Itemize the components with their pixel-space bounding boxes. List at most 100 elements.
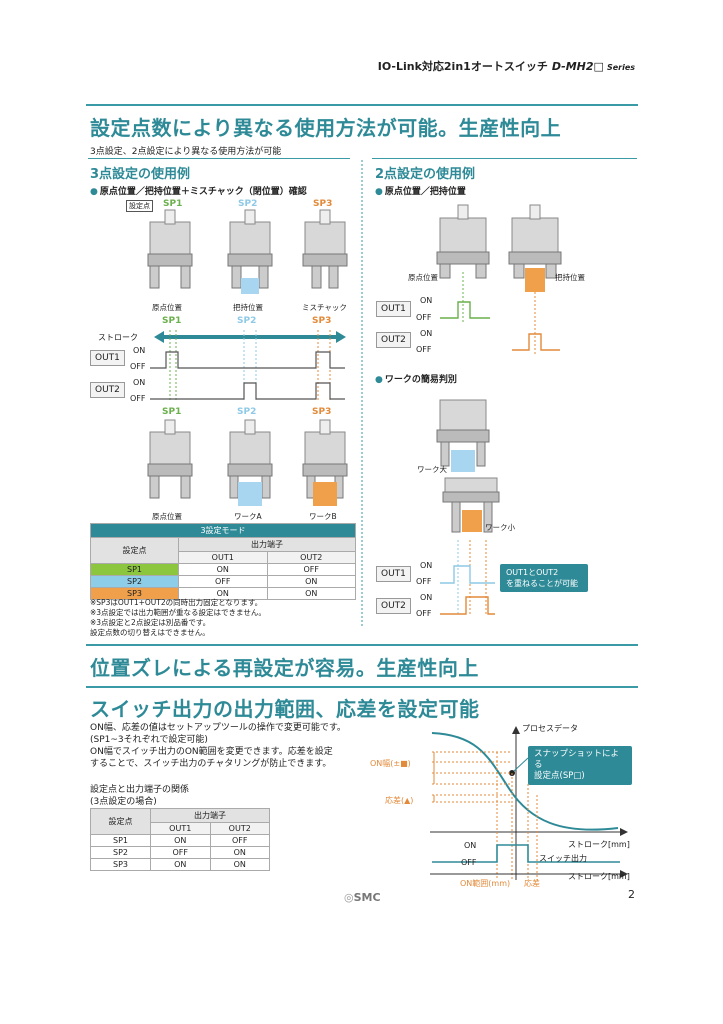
graph-stroke-1: ストローク[mm] [568, 840, 630, 849]
bullet-dot-icon: ● [375, 187, 383, 197]
two-point-out1-on: ON [420, 296, 433, 305]
two-point-out1-b-off: OFF [416, 577, 432, 586]
table2-col-setpoint: 設定点 [90, 808, 151, 835]
sp3-label-top: SP3 [313, 199, 333, 209]
two-point-grip-label: 把持位置 [555, 273, 585, 282]
two-point-out2-b-off: OFF [416, 609, 432, 618]
smc-logo-text: SMC [353, 891, 381, 904]
two-point-bullet1: ●原点位置／把持位置 [375, 184, 466, 197]
pos-origin-label-2: 原点位置 [152, 512, 182, 521]
section2-title: 位置ズレによる再設定が容易。生産性向上 [90, 656, 479, 680]
two-point-out1-off: OFF [416, 313, 432, 322]
two-point-origin-label: 原点位置 [408, 273, 438, 282]
table2-title-line: (3点設定の場合) [90, 797, 157, 807]
three-point-heading: 3点設定の使用例 [90, 167, 191, 182]
table2-col-out2: OUT2 [209, 822, 270, 835]
table-cell: ON [266, 575, 356, 588]
table-cell: SP3 [90, 587, 179, 600]
table-cell: SP1 [90, 834, 151, 847]
table-row: SP1 ON OFF [90, 834, 270, 847]
two-point-out1: OUT1 [376, 301, 411, 317]
sp1-label-bottom: SP1 [162, 407, 182, 417]
out1-off: OFF [130, 362, 146, 371]
table-row: SP3 ON ON [90, 587, 356, 600]
table-col-terminal: 出力端子 [178, 537, 356, 552]
header-model: D-MH2□ [551, 60, 604, 73]
gripper-illustration-mischuck [302, 209, 348, 289]
table-cell: OFF [178, 575, 268, 588]
out2-off: OFF [130, 394, 146, 403]
table-cell: SP1 [90, 563, 179, 576]
out2-label: OUT2 [90, 382, 125, 398]
note-line: ※3点設定では出力範囲が重なる設定はできません。 [90, 608, 266, 617]
sp1-label-mid: SP1 [162, 316, 182, 326]
snapshot-callout: スナップショットによる 設定点(SP□) [528, 746, 632, 785]
callout-line: を重ねることが可能 [506, 579, 578, 588]
gripper-illustration-work-large [436, 399, 490, 472]
table-row: SP3 ON ON [90, 858, 270, 871]
smc-logo: ◎SMC [344, 891, 381, 904]
graph-process-data: プロセスデータ [522, 724, 578, 733]
graph-switch-output: スイッチ出力 [539, 854, 587, 863]
two-point-out1-b-on: ON [420, 561, 433, 570]
callout-line: OUT1とOUT2 [506, 568, 559, 577]
graph-off: OFF [461, 858, 477, 867]
body-line: (SP1~3それぞれで設定可能) [90, 735, 208, 745]
note-line: ※SP3はOUT1+OUT2の同時出力固定となります。 [90, 598, 263, 607]
gripper-illustration-2p-origin [436, 204, 490, 279]
two-point-bullet1-text: 原点位置／把持位置 [384, 187, 466, 197]
body-line: することで、スイッチ出力のチャタリングが防止できます。 [90, 759, 332, 769]
note-line: 設定点数の切り替えはできません。 [90, 628, 210, 637]
out1-on: ON [133, 346, 146, 355]
three-point-bullet-text: 原点位置／把持位置＋ミスチャック（閉位置）確認 [99, 187, 307, 197]
graph-hysteresis-2: 応差 [524, 879, 540, 888]
section3-body: ON幅、応差の値はセットアップツールの操作で変更可能です。 (SP1~3それぞれ… [90, 722, 346, 770]
sp2-label-bottom: SP2 [237, 407, 257, 417]
table-cell: ON [209, 846, 270, 859]
graph-hysteresis: 応差(▲) [385, 796, 414, 805]
page-number: 2 [628, 888, 635, 901]
table-col-out2: OUT2 [266, 551, 356, 564]
table-col-setpoint: 設定点 [90, 537, 179, 564]
sp2-label-top: SP2 [238, 199, 258, 209]
table2-col-out1: OUT1 [150, 822, 211, 835]
sp1-label-top: SP1 [163, 199, 183, 209]
two-point-out2: OUT2 [376, 332, 411, 348]
two-point-heading: 2点設定の使用例 [375, 167, 476, 182]
snapshot-line: 設定点(SP□) [534, 771, 585, 781]
smc-logo-icon: ◎ [344, 891, 354, 904]
graph-stroke-2: ストローク[mm] [568, 872, 630, 881]
overlap-callout: OUT1とOUT2 を重ねることが可能 [500, 564, 588, 592]
bullet-dot-icon: ● [90, 187, 98, 197]
table-row: SP2 OFF ON [90, 846, 270, 859]
header-series: Series [606, 63, 635, 72]
two-point-out2-b-on: ON [420, 593, 433, 602]
sp2-label-mid: SP2 [237, 316, 257, 326]
body-line: ON幅でスイッチ出力のON範囲を変更できます。応差を設定 [90, 747, 333, 757]
snapshot-line: スナップショットによる [534, 749, 620, 770]
section1-title: 設定点数により異なる使用方法が可能。生産性向上 [90, 116, 562, 140]
two-point-out1-b: OUT1 [376, 566, 411, 582]
table-cell: ON [150, 834, 211, 847]
table2-title-line: 設定点と出力端子の関係 [90, 785, 190, 795]
bullet-dot-icon: ● [375, 375, 383, 385]
sp3-label-bottom: SP3 [312, 407, 332, 417]
out2-on: ON [133, 378, 146, 387]
sp3-label-mid: SP3 [312, 316, 332, 326]
setpoint-tag: 設定点 [126, 200, 153, 212]
table-cell: OFF [150, 846, 211, 859]
two-point-bullet2: ●ワークの簡易判別 [375, 372, 457, 385]
header-title: IO-Link対応2in1オートスイッチ [377, 60, 548, 73]
table-cell: SP3 [90, 858, 151, 871]
graph-on: ON [464, 841, 477, 850]
gripper-illustration-2p-grip [508, 204, 562, 292]
table2-col-terminal: 出力端子 [150, 808, 270, 823]
graph-on-width: ON幅(±■) [370, 759, 411, 768]
table-col-out1: OUT1 [178, 551, 268, 564]
gripper-illustration-grip [227, 209, 273, 294]
out1-label: OUT1 [90, 350, 125, 366]
gripper-illustration-work-b [302, 419, 348, 506]
setpoint-output-table: 設定点 出力端子 OUT1 OUT2 SP1 ON OFF SP2 OFF ON… [90, 808, 270, 871]
section2-rule [86, 644, 638, 646]
